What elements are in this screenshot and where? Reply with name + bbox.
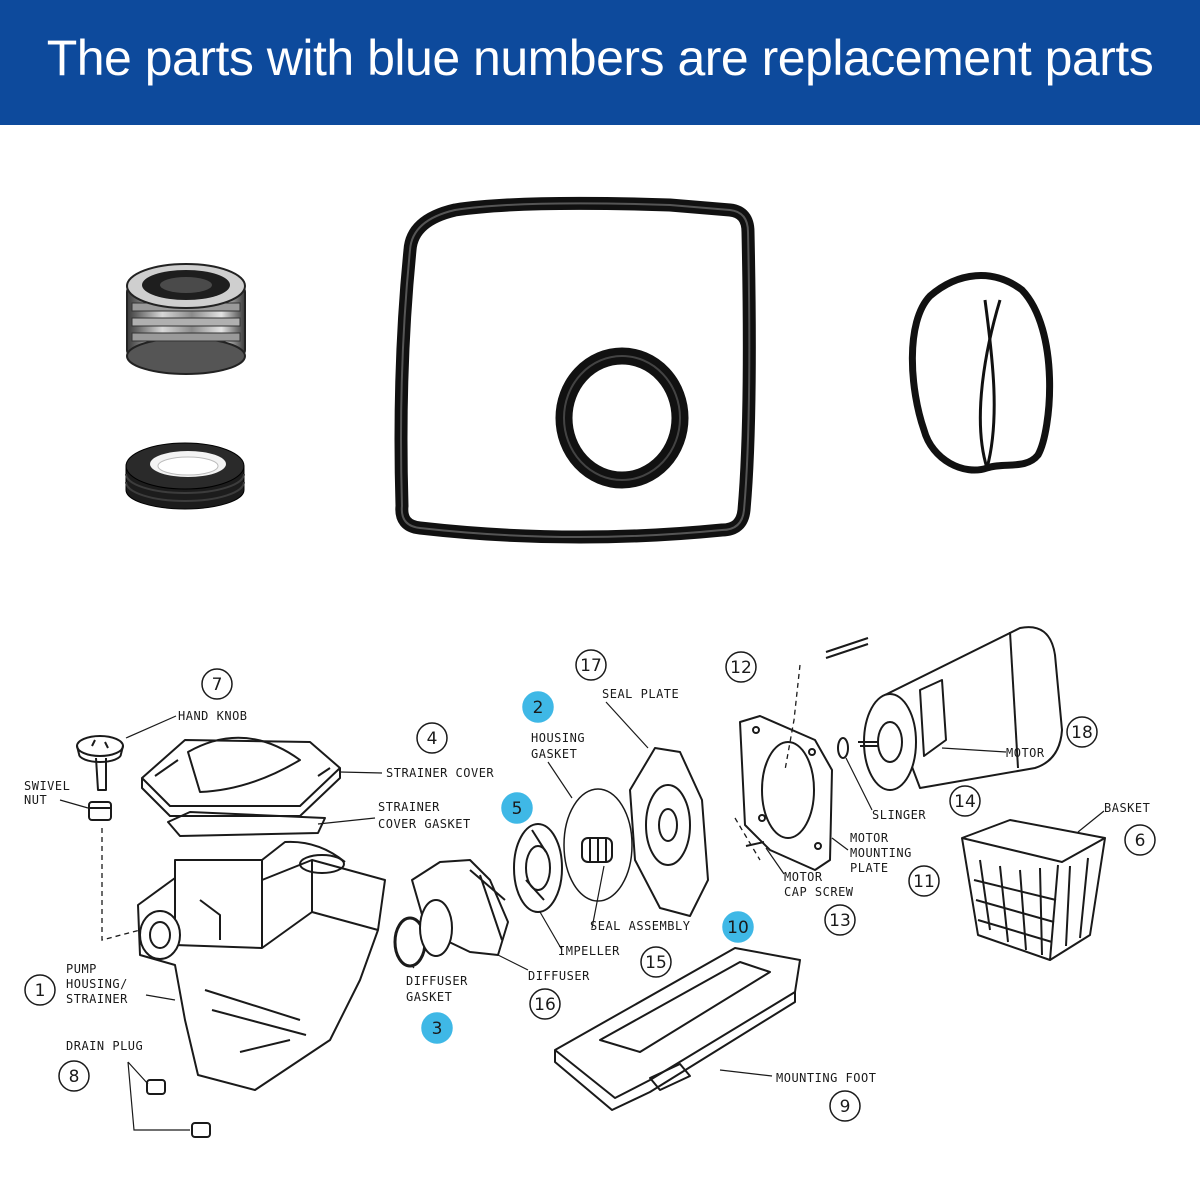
svg-text:12: 12	[730, 658, 752, 678]
callout-10: 10	[722, 911, 754, 943]
alignment-lines	[101, 664, 801, 941]
seal-plate-drawing	[629, 747, 709, 917]
callout-16: 16	[529, 988, 561, 1020]
pump-exploded-drawing	[76, 626, 1106, 1138]
label-motor-mounting-plate-3: PLATE	[850, 861, 889, 875]
label-drain-plug: DRAIN PLUG	[66, 1039, 143, 1053]
label-pump-housing-1: PUMP	[66, 962, 97, 976]
leader-lines	[59, 701, 1105, 1131]
label-motor: MOTOR	[1006, 746, 1045, 760]
label-motor-cap-screw-2: CAP SCREW	[784, 885, 854, 899]
shaft-seal-assembly-photo	[126, 263, 246, 375]
svg-text:6: 6	[1135, 831, 1146, 851]
svg-text:2: 2	[533, 698, 544, 718]
callout-4: 4	[416, 722, 448, 754]
seal-assembly-drawing	[581, 837, 613, 863]
motor-mounting-plate-drawing	[739, 715, 833, 871]
callout-13: 13	[824, 904, 856, 936]
square-strainer-cover-gasket-photo	[394, 196, 756, 544]
callout-15: 15	[640, 946, 672, 978]
label-strainer-cover: STRAINER COVER	[386, 766, 494, 780]
svg-text:4: 4	[427, 729, 438, 749]
svg-text:1: 1	[35, 981, 46, 1001]
motor-cap-screw-drawing	[745, 841, 765, 847]
svg-text:13: 13	[829, 911, 851, 931]
label-basket: BASKET	[1104, 801, 1150, 815]
callout-9: 9	[829, 1090, 861, 1122]
housing-o-ring-photo	[908, 272, 1054, 474]
svg-text:15: 15	[645, 953, 667, 973]
callout-6: 6	[1124, 824, 1156, 856]
callout-3: 3	[421, 1012, 453, 1044]
svg-text:7: 7	[212, 675, 223, 695]
drain-plug-drawing	[146, 1079, 211, 1138]
label-seal-assembly: SEAL ASSEMBLY	[590, 919, 691, 933]
svg-text:8: 8	[69, 1067, 80, 1087]
label-strainer-cover-gasket-2: COVER GASKET	[378, 817, 471, 831]
svg-text:18: 18	[1071, 723, 1093, 743]
callout-7: 7	[201, 668, 233, 700]
callout-12: 12	[725, 651, 757, 683]
slinger-drawing	[837, 737, 849, 759]
callout-11: 11	[908, 865, 940, 897]
motor-screw-drawing	[825, 637, 869, 659]
callout-17: 17	[575, 649, 607, 681]
strainer-cover-drawing	[141, 736, 341, 817]
label-diffuser-gasket-1: DIFFUSER	[406, 974, 468, 988]
svg-text:17: 17	[580, 656, 602, 676]
seal-ring-photo	[125, 442, 245, 510]
callout-8: 8	[58, 1060, 90, 1092]
basket-drawing	[961, 819, 1106, 961]
label-slinger: SLINGER	[872, 808, 926, 822]
impeller-drawing	[513, 823, 563, 913]
label-swivel-nut-1: SWIVEL	[24, 779, 70, 793]
label-impeller: IMPELLER	[558, 944, 620, 958]
swivel-nut-drawing	[88, 801, 112, 821]
callout-18: 18	[1066, 716, 1098, 748]
part-number-callouts: 1 2 3 4 5 6 7 8 9 10 11 12 13 14 15 16 1…	[24, 649, 1156, 1122]
label-swivel-nut-2: NUT	[24, 793, 47, 807]
svg-text:10: 10	[727, 918, 749, 938]
label-motor-mounting-plate-2: MOUNTING	[850, 846, 912, 860]
label-pump-housing-2: HOUSING/	[66, 977, 128, 991]
title-banner: The parts with blue numbers are replacem…	[0, 0, 1200, 125]
part-labels: HAND KNOB SWIVEL NUT STRAINER COVER STRA…	[24, 687, 1150, 1085]
banner-title: The parts with blue numbers are replacem…	[46, 30, 1154, 86]
callout-14: 14	[949, 785, 981, 817]
label-diffuser: DIFFUSER	[528, 969, 590, 983]
pump-housing-drawing	[137, 840, 386, 1091]
label-hand-knob: HAND KNOB	[178, 709, 248, 723]
svg-text:11: 11	[913, 872, 935, 892]
round-diffuser-gasket-photo	[555, 347, 689, 489]
label-seal-plate: SEAL PLATE	[602, 687, 679, 701]
label-strainer-cover-gasket-1: STRAINER	[378, 800, 440, 814]
label-housing-gasket-1: HOUSING	[531, 731, 585, 745]
mounting-foot-drawing	[554, 947, 801, 1111]
svg-text:16: 16	[534, 995, 556, 1015]
svg-text:3: 3	[432, 1019, 443, 1039]
hand-knob-drawing	[76, 735, 124, 791]
label-diffuser-gasket-2: GASKET	[406, 990, 452, 1004]
svg-text:9: 9	[840, 1097, 851, 1117]
housing-gasket-drawing	[563, 788, 633, 902]
callout-2: 2	[522, 691, 554, 723]
svg-text:14: 14	[954, 792, 976, 812]
callout-1: 1	[24, 974, 56, 1006]
label-motor-cap-screw-1: MOTOR	[784, 870, 823, 884]
label-motor-mounting-plate-1: MOTOR	[850, 831, 889, 845]
label-mounting-foot: MOUNTING FOOT	[776, 1071, 876, 1085]
callout-5: 5	[501, 792, 533, 824]
motor-drawing	[858, 626, 1063, 791]
label-pump-housing-3: STRAINER	[66, 992, 128, 1006]
svg-text:5: 5	[512, 799, 523, 819]
strainer-cover-gasket-drawing	[167, 811, 326, 837]
diffuser-drawing	[411, 859, 509, 957]
label-housing-gasket-2: GASKET	[531, 747, 577, 761]
